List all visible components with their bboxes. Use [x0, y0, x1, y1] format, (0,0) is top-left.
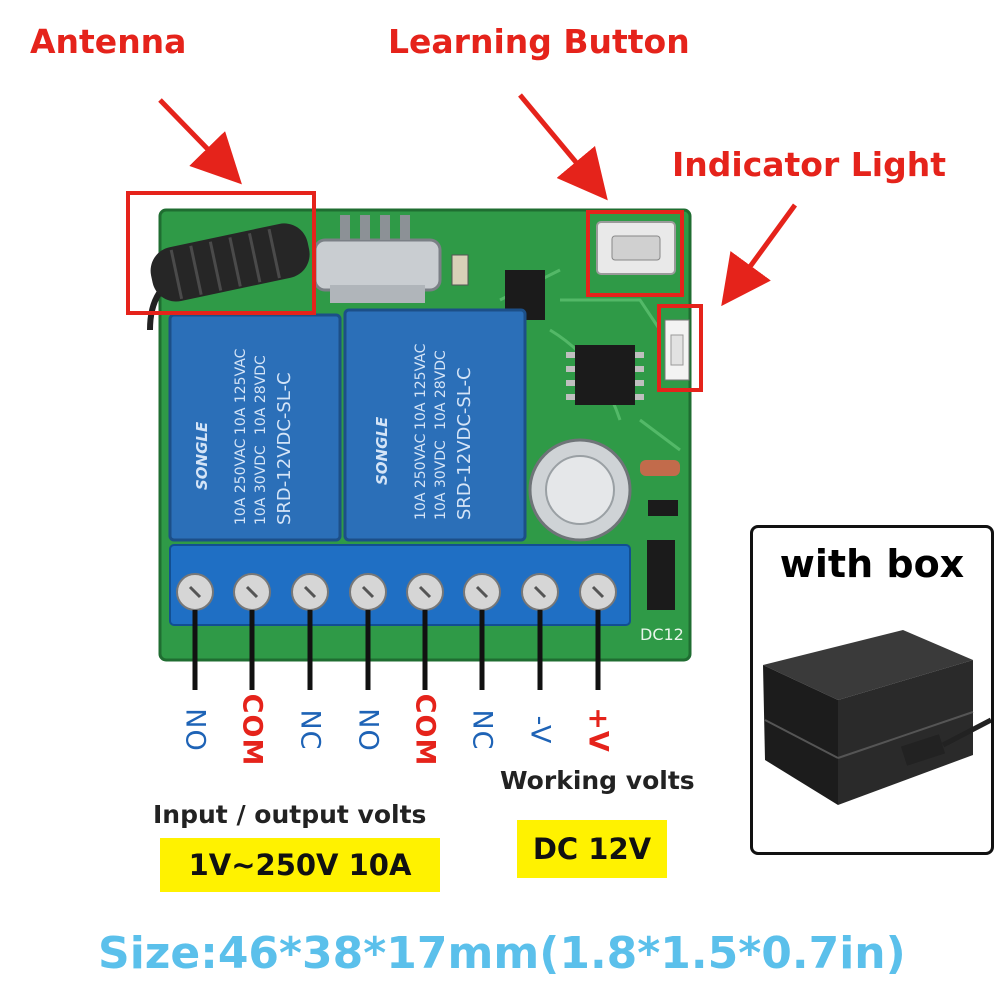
terminal-block [169, 544, 631, 626]
terminal-label-text: COM [409, 693, 441, 767]
relay1-model: SRD-12VDC-SL-C [274, 372, 295, 525]
screw-slot [591, 585, 605, 599]
terminal-label: COM [395, 690, 455, 770]
relay2-rating-4: 10A 28VDC [433, 350, 449, 430]
antenna-callout-label: Antenna [30, 22, 187, 61]
relay1-brand: SONGLE [193, 421, 211, 490]
indicator-light-callout-label: Indicator Light [672, 145, 946, 184]
terminal-label-text: NO [352, 708, 384, 752]
antenna-coil [147, 223, 310, 331]
antenna-arrow [158, 98, 242, 185]
button-highlight-box [586, 210, 684, 297]
relay1-rating-2: 10A 125VAC [233, 348, 249, 435]
terminal-label-text: NC [294, 709, 326, 751]
antenna-highlight-box [126, 191, 316, 315]
io-volts-value: 1V~250V 10A [160, 838, 440, 892]
working-volts-caption: Working volts [500, 766, 695, 795]
relay2-rating-1: 10A 250VAC [413, 433, 429, 520]
relay1-rating-3: 10A 30VDC [253, 445, 269, 525]
crystal-oscillator [313, 238, 442, 292]
working-volts-value: DC 12V [517, 820, 667, 878]
screw-slot [188, 585, 202, 599]
indicator-arrow [721, 203, 798, 307]
terminal-label-text: -V [524, 715, 556, 745]
screw-slot [245, 585, 259, 599]
relay2-rating-2: 10A 125VAC [413, 343, 429, 430]
terminal-label: +V [568, 690, 628, 770]
relay1-rating-4: 10A 28VDC [253, 355, 269, 435]
relay2-brand: SONGLE [373, 416, 391, 485]
relay2-model: SRD-12VDC-SL-C [454, 367, 475, 520]
ic-chip [575, 345, 635, 405]
terminal-label-text: NO [179, 708, 211, 752]
learning-button-callout-label: Learning Button [388, 22, 690, 61]
board-label: DC12 [640, 625, 684, 644]
screw-slot [361, 585, 375, 599]
led-highlight-box [657, 304, 703, 392]
screw-slot [418, 585, 432, 599]
terminal-label-text: COM [236, 693, 268, 767]
diode [640, 460, 680, 476]
relay2-rating-3: 10A 30VDC [433, 440, 449, 520]
with-box-label: with box [779, 542, 965, 586]
terminal-label: NC [280, 690, 340, 770]
enclosure-image [763, 630, 991, 805]
screw-slot [475, 585, 489, 599]
size-dimensions: Size:46*38*17mm(1.8*1.5*0.7in) [98, 928, 906, 979]
screw-slot [303, 585, 317, 599]
terminal-label-text: NC [466, 709, 498, 751]
terminal-label: NC [452, 690, 512, 770]
terminal-label: NO [338, 690, 398, 770]
terminal-label: NO [165, 690, 225, 770]
relay-2 [343, 308, 527, 542]
relay1-rating-1: 10A 250VAC [233, 438, 249, 525]
terminal-label: COM [222, 690, 282, 770]
screw-slot [533, 585, 547, 599]
terminal-label: -V [510, 690, 570, 770]
learning-button-arrow [518, 93, 608, 201]
io-volts-caption: Input / output volts [153, 800, 427, 829]
terminal-label-text: +V [582, 707, 614, 753]
enclosure-panel: with box [750, 525, 994, 855]
